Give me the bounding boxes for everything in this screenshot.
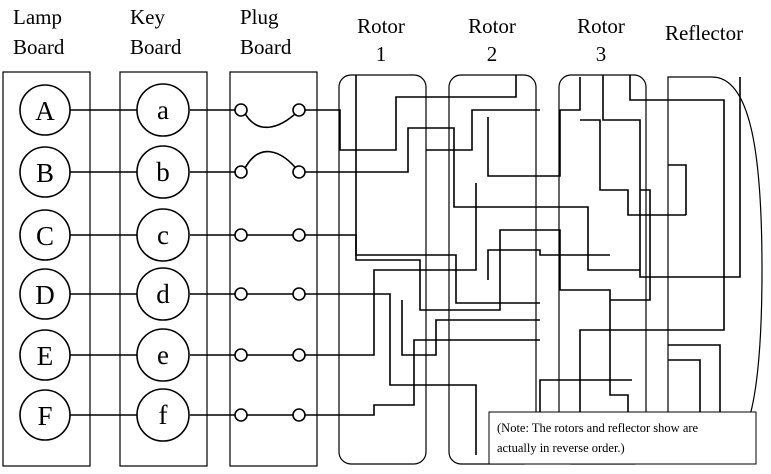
- rotor1-wire-3: [401, 300, 540, 356]
- plug-sockets: [234, 103, 306, 422]
- reflector-wire-1: [668, 164, 687, 215]
- lamp-c: [19, 209, 71, 261]
- key-a-label: a: [157, 95, 169, 125]
- header-rotor-2: Rotor 2: [468, 14, 516, 66]
- wire-row-a-path: [305, 75, 517, 151]
- key-a: [136, 83, 190, 137]
- lamp-d-label: D: [35, 280, 55, 310]
- plug-socket-d-right: [292, 287, 306, 301]
- header-key-board: Key Board: [130, 5, 182, 59]
- rotor-wiring: [305, 75, 741, 462]
- lamp-a: [19, 84, 71, 136]
- reflector-box: [667, 76, 763, 463]
- key-c-label: c: [157, 220, 169, 250]
- plug-socket-e-left: [234, 348, 248, 362]
- note-box: (Note: The rotors and reflector show are…: [488, 411, 757, 465]
- plug-board-box: [229, 71, 318, 467]
- key-e-label: e: [157, 340, 169, 370]
- plug-socket-a-left: [234, 103, 248, 117]
- header-key-line1: Key: [130, 5, 165, 29]
- lamp-e-label: E: [37, 341, 54, 371]
- header-lamp-line2: Board: [13, 35, 65, 59]
- rotor2-wire-3: [540, 229, 629, 460]
- header-rotor2-line2: 2: [487, 42, 498, 66]
- header-lamp-board: Lamp Board: [13, 5, 65, 59]
- plug-socket-f-left: [234, 408, 248, 422]
- lamp-f: [19, 389, 71, 441]
- plug-socket-b-right: [292, 165, 306, 179]
- header-rotor3-line2: 3: [596, 42, 607, 66]
- header-rotor-3: Rotor 3: [577, 14, 625, 66]
- note-line-1: (Note: The rotors and reflector show are: [497, 421, 699, 435]
- note-frame: [488, 411, 757, 465]
- header-rotor2-line1: Rotor: [468, 14, 516, 38]
- lamp-c-label: C: [36, 221, 54, 251]
- header-plug-board: Plug Board: [240, 5, 292, 59]
- plug-socket-d-left: [234, 287, 248, 301]
- wire-row-b-path: [305, 127, 540, 208]
- key-b: [136, 145, 190, 199]
- lamp-f-label: F: [37, 401, 52, 431]
- lamp-column: A B C D E F: [19, 84, 71, 441]
- plug-socket-a-right: [292, 103, 306, 117]
- rotor2-wire-2: [540, 206, 640, 271]
- wire-row-f-path: [305, 339, 540, 416]
- rotor3-wire-3: [602, 75, 741, 278]
- plug-socket-c-left: [234, 228, 248, 242]
- key-column: a b c d e f: [136, 83, 190, 442]
- lamp-a-label: A: [35, 96, 55, 126]
- header-rotor1-line2: 1: [376, 42, 387, 66]
- rotor3-wire-1: [580, 119, 686, 216]
- lamp-board-box: [2, 71, 91, 467]
- plug-socket-c-right: [292, 228, 306, 242]
- key-board-box: [119, 71, 208, 467]
- header-lamp-line1: Lamp: [13, 5, 62, 29]
- plug-socket-e-right: [292, 348, 306, 362]
- plug-swap-b: [242, 150, 300, 173]
- note-line-2: actually in reverse order.): [497, 441, 625, 455]
- header-plug-line2: Board: [240, 35, 292, 59]
- rotor3-wire-4: [610, 189, 651, 301]
- key-f: [136, 388, 190, 442]
- lamp-b-label: B: [36, 158, 54, 188]
- wire-row-e-path: [305, 183, 477, 356]
- header-rotor-1: Rotor 1: [357, 14, 405, 66]
- lamp-d: [19, 268, 71, 320]
- key-b-label: b: [156, 157, 170, 187]
- plug-socket-f-right: [292, 408, 306, 422]
- header-plug-line1: Plug: [240, 5, 279, 29]
- key-d-label: d: [156, 279, 170, 309]
- rotor1-wire-1: [355, 75, 540, 311]
- rotor1-wire-2: [426, 109, 540, 151]
- key-d: [136, 267, 190, 321]
- header-key-line2: Board: [130, 35, 182, 59]
- wire-row-d-path: [305, 293, 477, 455]
- key-c: [136, 208, 190, 262]
- header-rotor1-line1: Rotor: [357, 14, 405, 38]
- header-reflector: Reflector: [665, 21, 743, 45]
- rotor3-wire-2: [579, 75, 725, 455]
- rotor2-wire-5: [487, 249, 610, 280]
- plug-swap-a: [242, 109, 300, 129]
- board-connections: [70, 109, 300, 416]
- lamp-b: [19, 146, 71, 198]
- plug-socket-b-left: [234, 165, 248, 179]
- wire-row-c-path: [305, 234, 540, 304]
- lamp-e: [19, 329, 71, 381]
- key-f-label: f: [159, 400, 168, 430]
- rotor2-wire-1: [487, 77, 581, 177]
- header-rotor3-line1: Rotor: [577, 14, 625, 38]
- key-e: [136, 328, 190, 382]
